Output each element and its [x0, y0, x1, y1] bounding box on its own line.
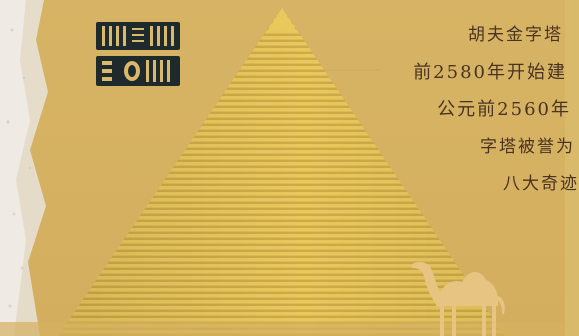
hieroglyph-face-icon [96, 56, 180, 86]
pyramid [58, 8, 505, 336]
caption-line-2: 前2580年开始建 [413, 62, 567, 83]
caption-line-1: 胡夫金字塔 [468, 25, 563, 45]
caption-line-4: 字塔被誉为 [480, 137, 575, 157]
pyramid-caption: 胡夫金字塔 前2580年开始建 公元前2560年 字塔被誉为 八大奇迹 [335, 14, 577, 204]
stone-speckles [6, 28, 32, 308]
pyramid-apex [268, 8, 296, 30]
caption-line-3: 公元前2560年 [437, 99, 571, 120]
ground-band [0, 322, 565, 336]
pyramid-shade [58, 8, 505, 336]
caption-line-5: 八大奇迹 [503, 174, 579, 194]
camel-silhouette-icon [411, 262, 505, 336]
stone-texture-left-inner [0, 0, 30, 336]
scene-artwork [0, 0, 565, 336]
hieroglyph-comb-icon [96, 22, 180, 50]
